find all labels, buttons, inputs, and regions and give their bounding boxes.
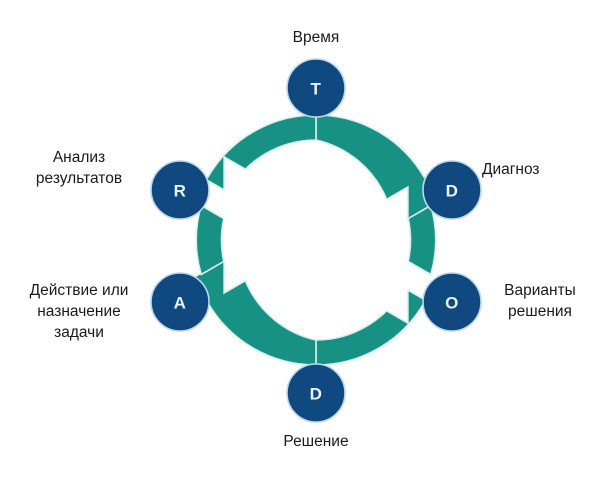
node-d2[interactable]: D: [286, 363, 346, 423]
caption-reshenie: Решение: [283, 433, 349, 450]
arrow-ring: [184, 114, 448, 366]
caption-vremya: Время: [292, 29, 340, 46]
node-r-circle[interactable]: [150, 160, 210, 220]
node-circles: T D O D A R: [150, 58, 482, 423]
caption-diagnoz: Диагноз: [482, 161, 540, 178]
node-d2-circle[interactable]: [286, 363, 346, 423]
node-a-letter: A: [174, 294, 187, 313]
node-a-circle[interactable]: [150, 272, 210, 332]
node-d2-letter: D: [310, 385, 323, 404]
caption-deystvie-naznachenie-zadachi: Действие или назначение задачи: [29, 282, 129, 341]
node-t[interactable]: T: [286, 58, 346, 118]
node-t-circle[interactable]: [286, 58, 346, 118]
node-d1[interactable]: D: [422, 160, 482, 220]
node-d1-circle[interactable]: [422, 160, 482, 220]
node-r[interactable]: R: [150, 160, 210, 220]
caption-analiz-rezultatov: Анализ результатов: [35, 149, 123, 187]
node-o[interactable]: O: [422, 272, 482, 332]
arrow-right-segment: [407, 204, 437, 276]
node-o-circle[interactable]: [422, 272, 482, 332]
node-r-letter: R: [174, 182, 187, 201]
node-t-letter: T: [311, 80, 322, 99]
arrow-left: [195, 204, 225, 276]
arrow-right: [407, 204, 437, 276]
node-o-letter: O: [445, 294, 459, 313]
node-a[interactable]: A: [150, 272, 210, 332]
caption-varianty-resheniya: Варианты решения: [504, 282, 576, 320]
node-d1-letter: D: [446, 182, 459, 201]
arrow-left-segment: [195, 204, 225, 276]
